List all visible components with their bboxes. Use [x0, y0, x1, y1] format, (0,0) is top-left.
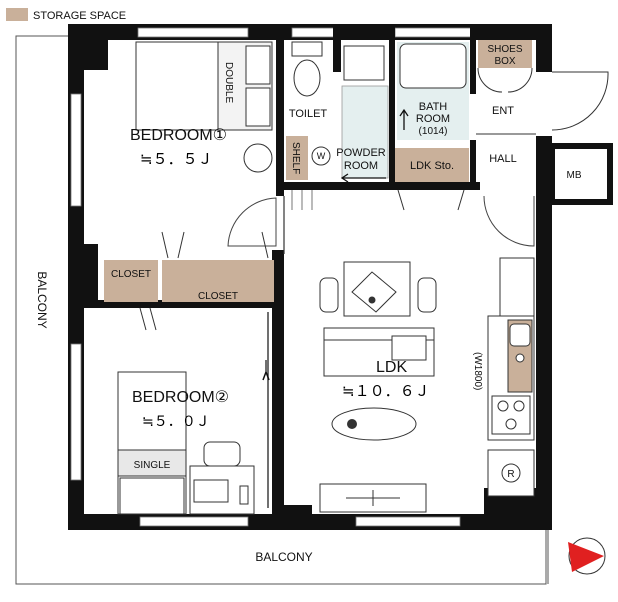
bathtub-icon — [399, 43, 467, 89]
bedroom2-desk — [189, 441, 255, 515]
bathroom-label-1: BATH — [419, 101, 448, 113]
single-bed — [117, 371, 187, 515]
powder-room-label-2: ROOM — [344, 160, 378, 172]
dining-set — [319, 261, 437, 317]
bedroom2-area: ≒５．０Ｊ — [142, 414, 210, 430]
powder-room-mat — [341, 85, 389, 179]
shelf-label: SHELF — [290, 142, 301, 174]
double-bed-label: DOUBLE — [223, 62, 234, 103]
bathroom-label-2: ROOM — [416, 113, 450, 125]
shoes-box-doors — [477, 67, 533, 93]
coffee-table — [331, 407, 417, 441]
windows — [70, 27, 472, 527]
hall-label: HALL — [489, 153, 517, 165]
powder-room-door-arrow — [340, 173, 386, 183]
closet-small-label: CLOSET — [111, 269, 151, 280]
kitchen-width-label: (W1800) — [472, 352, 483, 390]
entrance-door — [551, 71, 609, 131]
legend-swatch — [6, 8, 28, 21]
toilet-label: TOILET — [289, 108, 328, 120]
hall-door — [483, 195, 535, 247]
fridge-icon — [501, 463, 521, 483]
single-bed-label: SINGLE — [134, 460, 171, 471]
shoes-box-label-1: SHOES — [487, 44, 522, 55]
interior-walls — [84, 24, 480, 510]
balcony-bottom-label: BALCONY — [255, 550, 312, 564]
ldk-storage-doors — [397, 189, 465, 211]
shoes-box-label-2: BOX — [494, 56, 515, 67]
bathroom-door-arrow — [399, 108, 409, 130]
balcony-left-label: BALCONY — [35, 271, 49, 328]
closet-small — [104, 260, 158, 302]
ldk-door-lines — [291, 190, 313, 210]
closet-large-label: CLOSET — [198, 291, 238, 302]
washer-label: W — [317, 151, 326, 161]
legend-label: STORAGE SPACE — [33, 10, 126, 22]
washer-icon — [311, 146, 331, 166]
bedroom1-area: ≒５．５Ｊ — [140, 150, 213, 168]
bedroom2-name: BEDROOM② — [132, 389, 229, 406]
mb-label: MB — [567, 170, 582, 181]
mb-box — [549, 143, 613, 205]
ldk-storage-label: LDK Sto. — [410, 160, 454, 172]
shoes-box — [478, 40, 532, 68]
toilet-fixture — [291, 41, 323, 97]
bedroom1-lamp — [243, 143, 273, 173]
tv-stand — [319, 483, 427, 513]
double-bed — [135, 41, 273, 131]
fridge-label: R — [507, 469, 514, 480]
kitchen-counter — [487, 257, 535, 441]
closet-large — [162, 260, 274, 302]
compass-icon — [568, 537, 606, 575]
ldk-name: LDK — [376, 359, 407, 376]
entrance-label: ENT — [492, 105, 514, 117]
entrance-opening — [536, 72, 554, 136]
closet-doors — [139, 231, 269, 331]
sliding-door-arrow — [262, 371, 270, 381]
shelf-storage — [286, 136, 308, 180]
bathroom-size: (1014) — [419, 126, 448, 137]
powder-room-label-1: POWDER — [336, 147, 386, 159]
ldk-storage — [395, 148, 469, 182]
bedroom1-name: BEDROOM① — [130, 127, 227, 144]
bedroom2-sliding-door — [265, 312, 269, 508]
powder-room-basin — [343, 45, 385, 81]
bedroom1-door — [227, 197, 277, 247]
sofa — [323, 327, 435, 377]
ldk-area: ≒１０．６Ｊ — [342, 382, 430, 400]
